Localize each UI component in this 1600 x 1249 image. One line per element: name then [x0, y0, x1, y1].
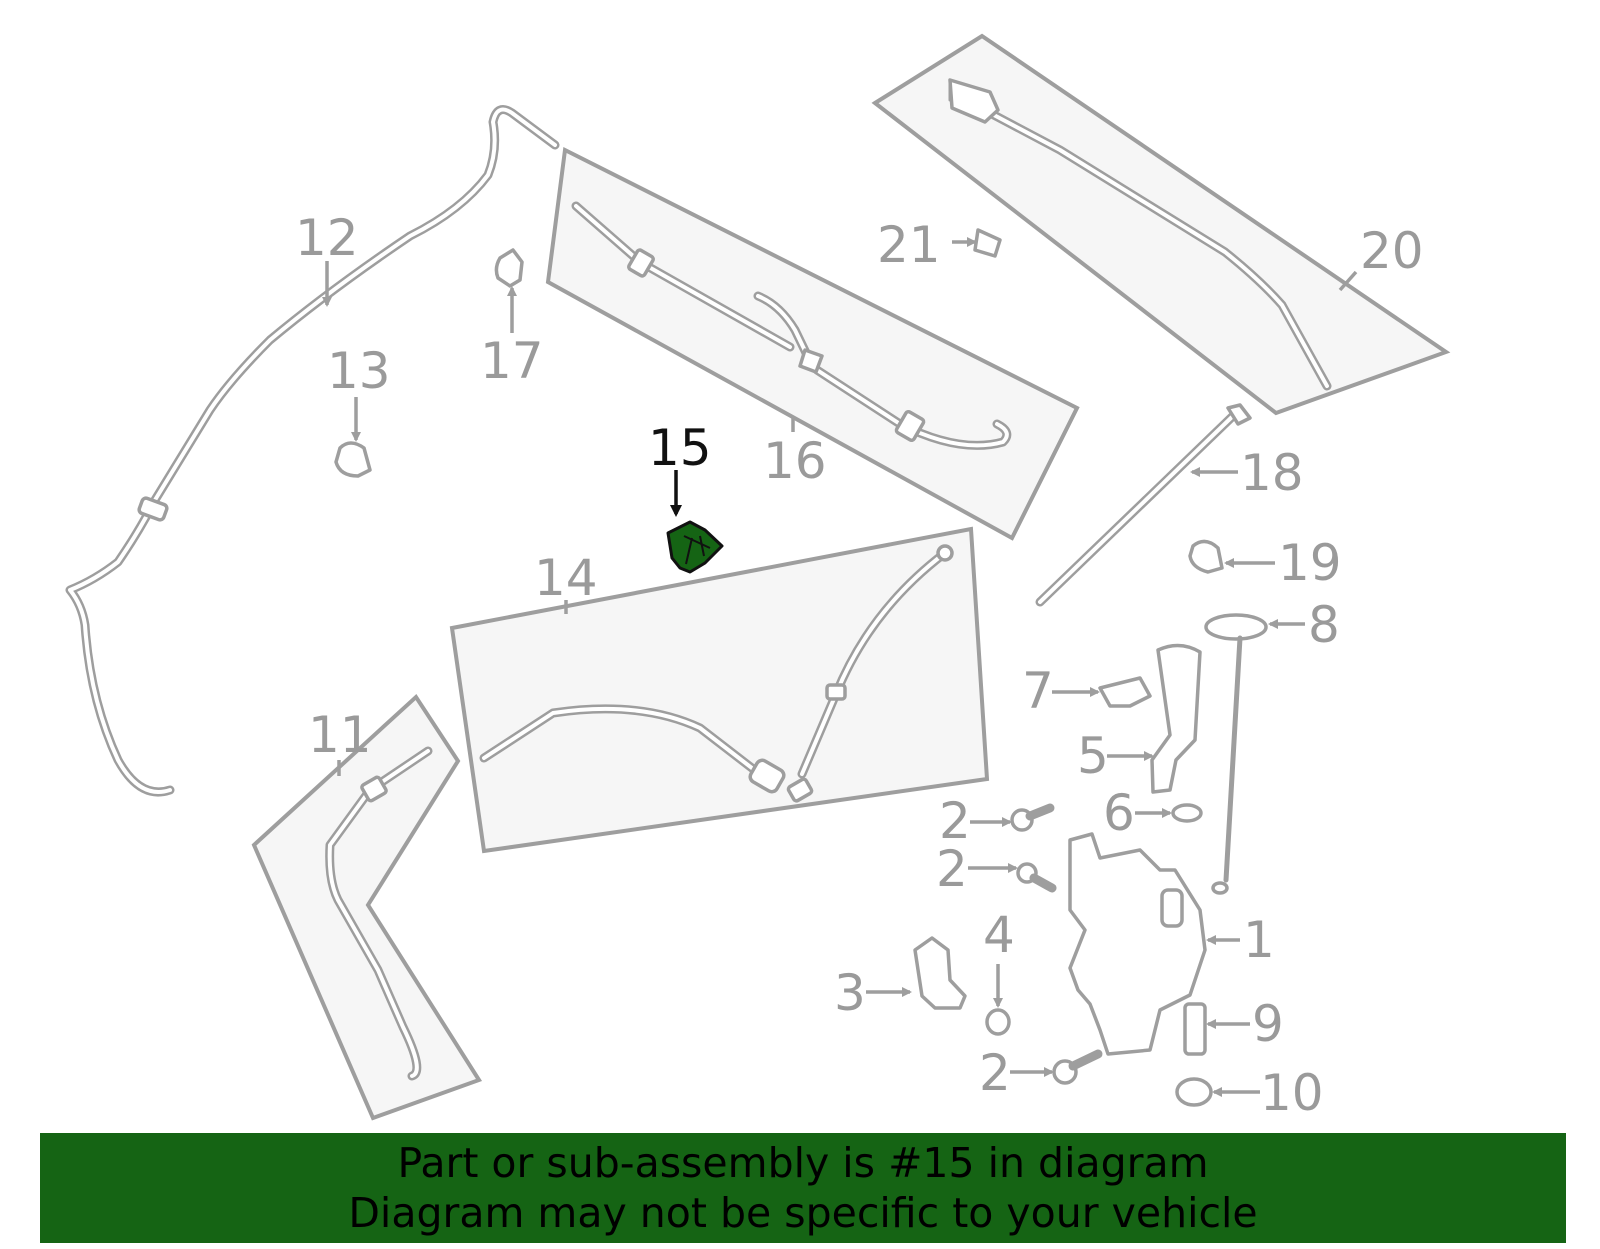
callout-16: 16: [763, 432, 827, 490]
banner-line-1: Part or sub-assembly is #15 in diagram: [397, 1139, 1209, 1187]
callout-3: 3: [834, 964, 866, 1022]
part-15-highlighted[interactable]: [666, 520, 724, 574]
callout-14: 14: [534, 549, 598, 607]
bracket-7: [1098, 676, 1152, 708]
callout-21: 21: [877, 216, 941, 274]
callout-2c: 2: [979, 1044, 1011, 1102]
callout-6: 6: [1103, 784, 1135, 842]
callout-18: 18: [1240, 444, 1304, 502]
callout-13: 13: [327, 342, 391, 400]
callout-2a: 2: [939, 792, 971, 850]
callout-20: 20: [1360, 222, 1424, 280]
callout-9: 9: [1252, 995, 1284, 1053]
callout-8: 8: [1308, 596, 1340, 654]
grommet-10: [1175, 1077, 1213, 1107]
callout-15[interactable]: 15: [648, 419, 712, 477]
grommet-21: [973, 228, 1002, 258]
filter-9: [1183, 1002, 1207, 1056]
info-banner: Part or sub-assembly is #15 in diagram D…: [40, 1133, 1566, 1243]
rod-18: [1035, 403, 1252, 607]
bolt-2a: [1010, 803, 1055, 832]
pump-3: [913, 936, 967, 1010]
panel-14: [449, 526, 990, 854]
callout-4: 4: [983, 906, 1015, 964]
bolt-2c: [1052, 1049, 1103, 1085]
clip-17: [494, 248, 524, 288]
clamp-19: [1188, 539, 1224, 574]
reservoir-neck: [1160, 888, 1184, 928]
hose-11: [325, 746, 433, 1081]
filler-neck-5: [1150, 643, 1202, 794]
callout-5: 5: [1077, 727, 1109, 785]
callout-2b: 2: [936, 840, 968, 898]
callout-1: 1: [1243, 911, 1275, 969]
cap-8: [1204, 613, 1268, 895]
callout-11: 11: [308, 706, 372, 764]
hose-14: [479, 544, 954, 803]
hose-20: [948, 78, 1332, 391]
banner-line-2: Diagram may not be specific to your vehi…: [348, 1189, 1258, 1237]
grommet-4: [985, 1008, 1011, 1036]
hose-12: [65, 105, 560, 797]
callout-10: 10: [1260, 1064, 1324, 1122]
callout-17: 17: [480, 332, 544, 390]
callout-12: 12: [295, 209, 359, 267]
callout-19: 19: [1278, 534, 1342, 592]
hose-16: [571, 201, 1012, 450]
panel-11: [251, 693, 483, 1121]
leader-20: [1338, 270, 1358, 292]
clamp-13: [334, 441, 372, 478]
callout-7: 7: [1022, 662, 1054, 720]
bolt-2b: [1016, 862, 1057, 893]
seal-6: [1171, 803, 1203, 823]
